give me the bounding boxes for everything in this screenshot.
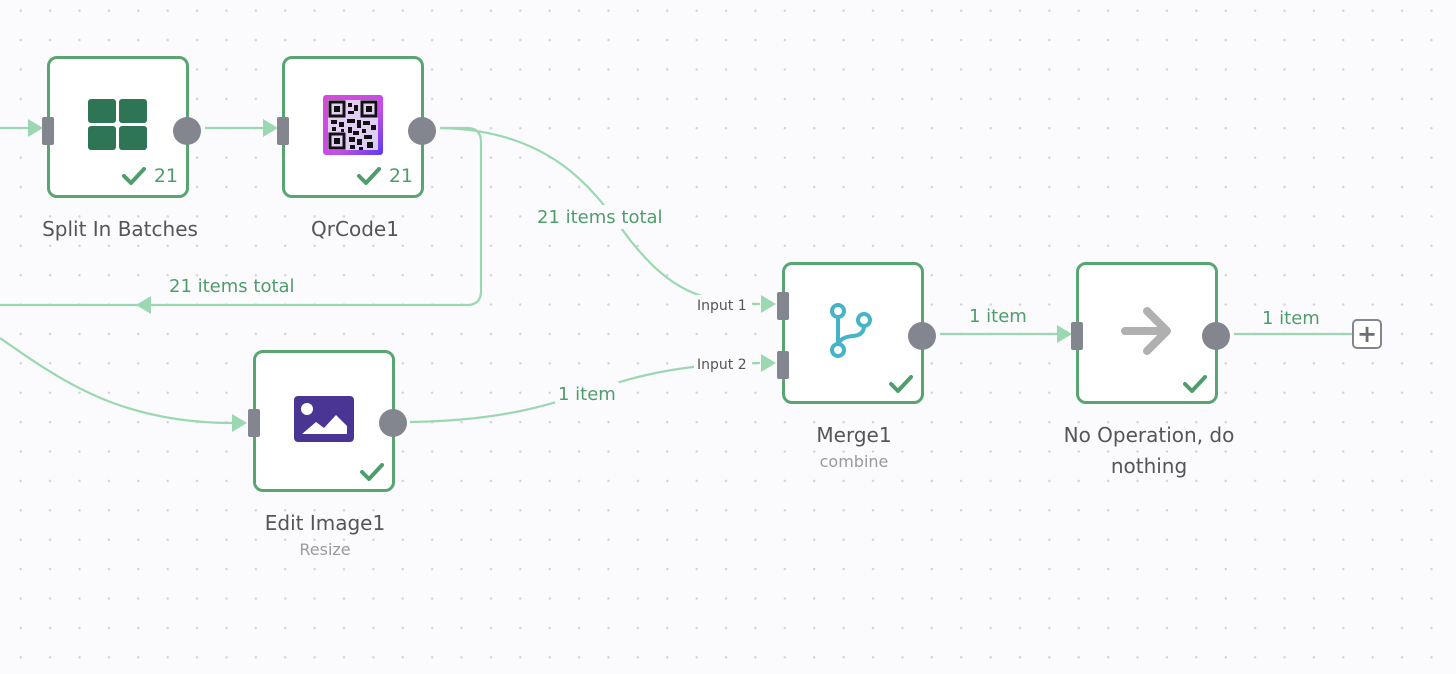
node-subtitle: combine <box>819 452 889 471</box>
add-node-button[interactable]: + <box>1352 319 1382 349</box>
checkmark-icon <box>356 167 381 185</box>
checkmark-icon <box>121 167 146 185</box>
node-qrcode1[interactable]: 21 <box>277 56 436 198</box>
edge-label-edit-merge: 1 item <box>558 384 616 405</box>
input-port[interactable] <box>42 117 54 145</box>
node-no-operation[interactable] <box>1071 262 1230 404</box>
arrowhead-icon <box>136 296 151 314</box>
arrowhead-icon <box>1057 325 1072 343</box>
input-port[interactable] <box>1071 322 1083 350</box>
checkmark-icon <box>360 463 384 481</box>
status-badge: 21 <box>356 165 413 187</box>
checkmark-icon <box>889 375 913 393</box>
node-merge1[interactable] <box>777 262 936 404</box>
output-port[interactable] <box>908 322 936 350</box>
output-port[interactable] <box>408 117 436 145</box>
input-port-1[interactable] <box>777 292 789 320</box>
input-port[interactable] <box>277 117 289 145</box>
qr-code-icon <box>323 95 383 159</box>
status-badge <box>889 375 913 393</box>
arrowhead-icon <box>232 414 247 432</box>
node-title-edit-image1: Edit Image1 Resize <box>195 508 455 561</box>
node-subtitle: Resize <box>299 540 351 559</box>
arrowhead-icon <box>263 119 278 137</box>
edge-label-noop-add: 1 item <box>1262 308 1320 329</box>
connection-external-to-edit-image[interactable] <box>0 337 233 425</box>
merge-input1-label: Input 1 <box>697 298 747 314</box>
node-title-split-in-batches: Split In Batches <box>42 217 198 241</box>
node-split-in-batches[interactable]: 21 <box>42 56 201 198</box>
arrowhead-icon <box>761 354 776 372</box>
status-badge: 21 <box>121 165 178 187</box>
item-count: 21 <box>153 165 178 187</box>
plus-icon: + <box>1356 320 1378 348</box>
arrow-right-icon <box>1120 306 1174 360</box>
output-port[interactable] <box>173 117 201 145</box>
connection-qrcode-loop-back[interactable] <box>0 126 483 307</box>
checkmark-icon <box>1183 375 1207 393</box>
merge-branch-icon <box>829 303 877 363</box>
node-title-no-operation: No Operation, do nothing <box>1063 423 1235 478</box>
status-badge <box>360 463 384 481</box>
status-badge <box>1183 375 1207 393</box>
arrowhead-icon <box>28 119 43 137</box>
item-count: 21 <box>388 165 413 187</box>
output-port[interactable] <box>379 409 407 437</box>
arrowhead-icon <box>761 295 776 313</box>
output-port[interactable] <box>1202 322 1230 350</box>
node-edit-image1[interactable] <box>248 350 407 492</box>
edge-label-qrcode-merge: 21 items total <box>537 207 663 228</box>
grid-four-squares-icon <box>88 99 148 155</box>
edge-label-merge-noop: 1 item <box>969 306 1027 327</box>
input-port-2[interactable] <box>777 351 789 379</box>
node-title-merge1: Merge1 combine <box>724 420 984 473</box>
node-title-qrcode1: QrCode1 <box>311 217 399 241</box>
edge-label-loop: 21 items total <box>169 276 295 297</box>
image-icon <box>294 396 354 446</box>
merge-input2-label: Input 2 <box>697 357 747 373</box>
input-port[interactable] <box>248 409 260 437</box>
